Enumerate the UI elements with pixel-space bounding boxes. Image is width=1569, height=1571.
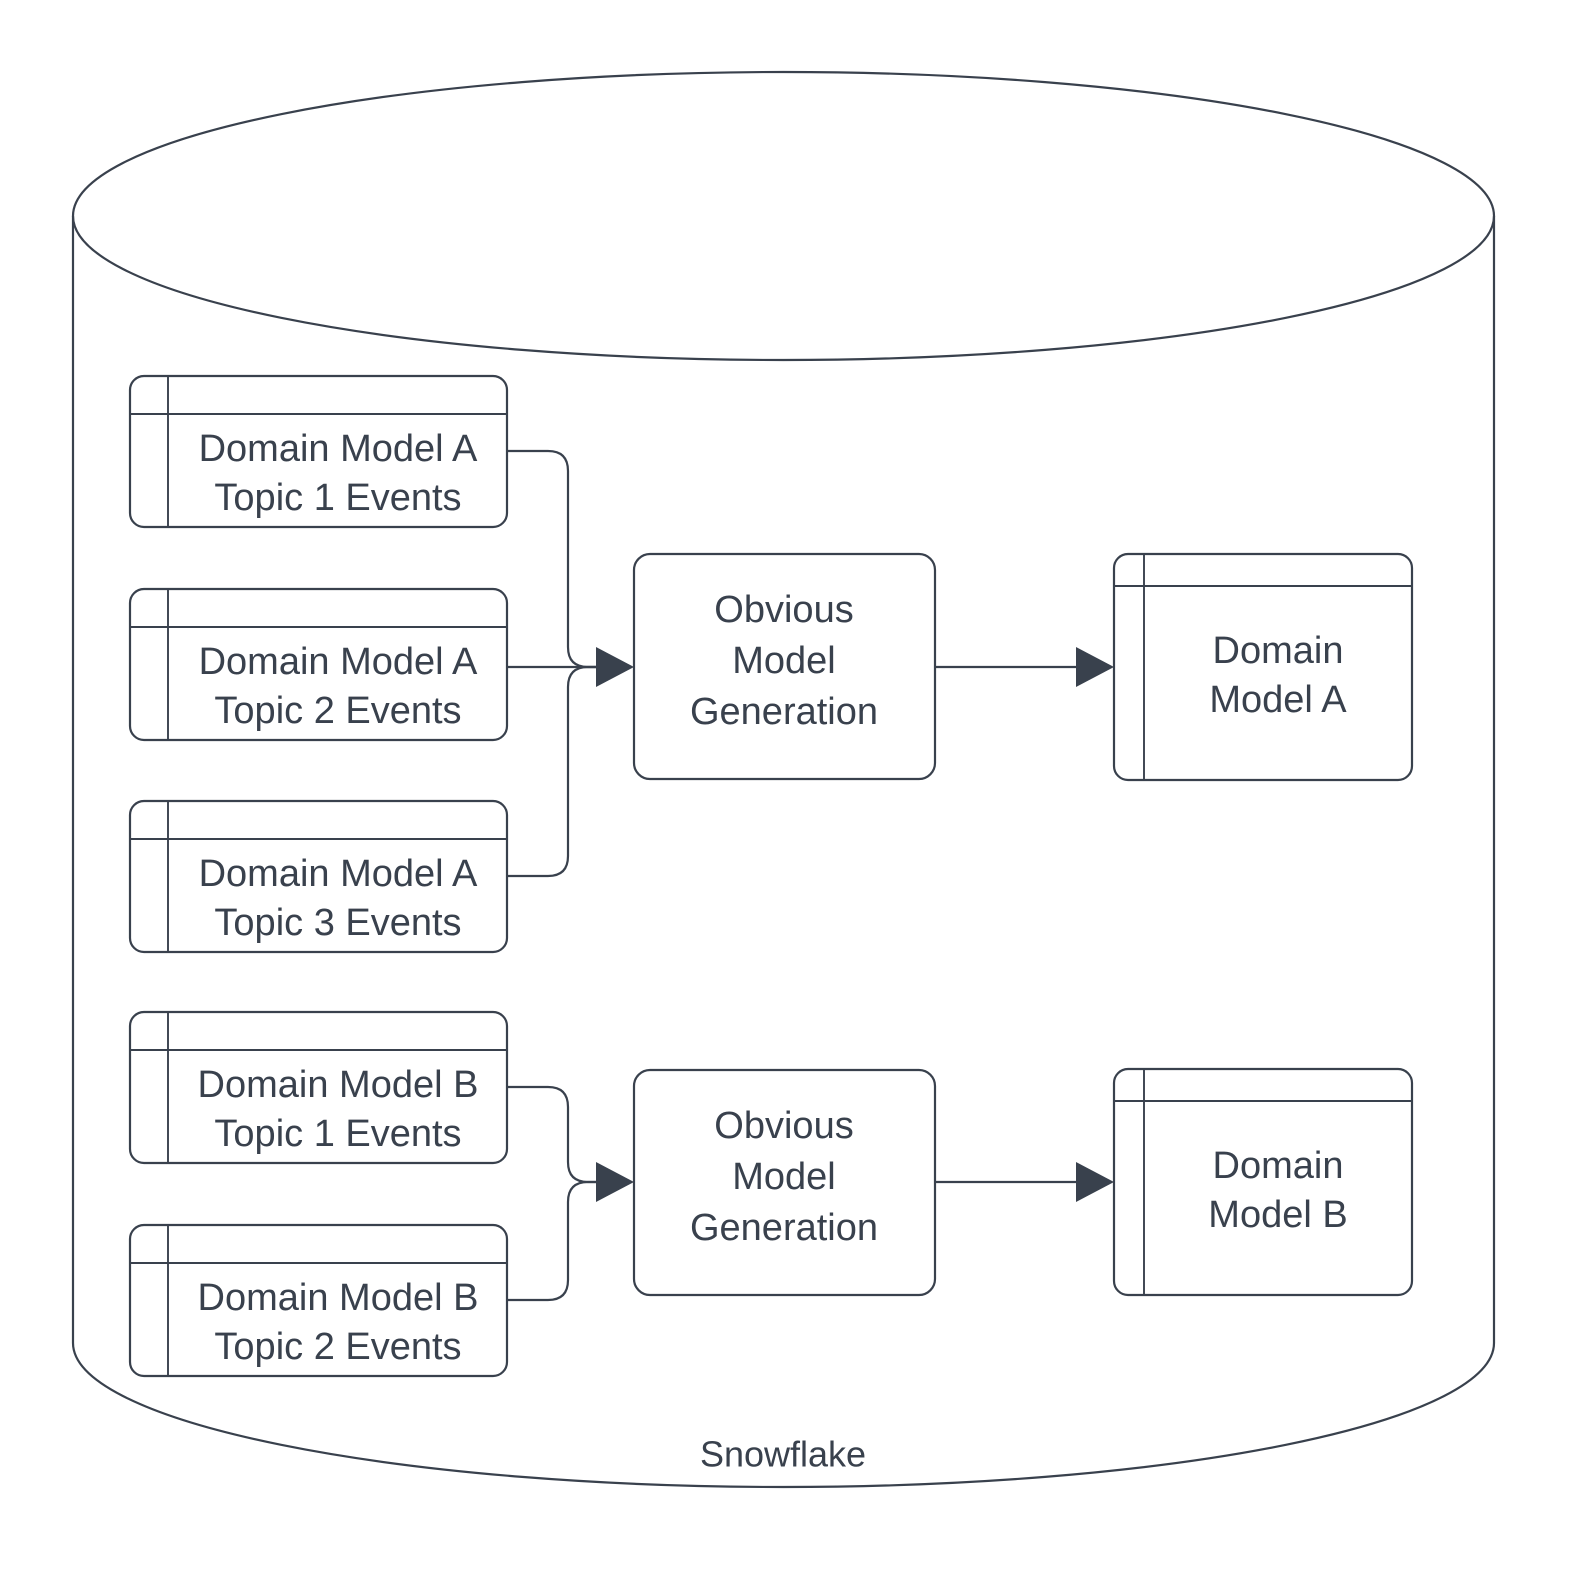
process-label-line1: Obvious [714,589,853,631]
output-label-line2: Model A [1209,679,1347,721]
source-table-a-topic-3[interactable]: Domain Model A Topic 3 Events [128,799,509,954]
connector-group-b [507,1085,634,1302]
process-outline [632,1068,937,1297]
source-label-line2: Topic 3 Events [214,902,461,944]
container-label-snowflake: Snowflake [700,1434,866,1475]
flow-b-topic-2 [507,1180,596,1302]
output-label-line1: Domain [1213,630,1344,672]
process-label-line3: Generation [690,1207,878,1249]
source-label-line1: Domain Model A [199,641,478,683]
process-label-line2: Model [732,1156,836,1198]
cylinder-top-ellipse [71,70,1496,362]
source-label-line2: Topic 1 Events [214,1113,461,1155]
output-label-line1: Domain [1213,1145,1344,1187]
source-label-line2: Topic 2 Events [214,690,461,732]
source-label-line1: Domain Model B [198,1277,479,1319]
source-table-a-topic-2[interactable]: Domain Model A Topic 2 Events [128,587,509,742]
process-label-line3: Generation [690,691,878,733]
connector-group-a [507,449,634,878]
process-obvious-model-generation-b[interactable]: Obvious Model Generation [632,1068,937,1297]
arrowhead-b-merge [596,1162,634,1202]
output-label-line2: Model B [1208,1194,1347,1236]
flow-a-topic-1 [507,449,596,669]
source-table-a-topic-1[interactable]: Domain Model A Topic 1 Events [128,374,509,529]
source-label-line1: Domain Model A [199,428,478,470]
source-label-line2: Topic 2 Events [214,1326,461,1368]
table-outline [1112,552,1414,782]
source-label-line1: Domain Model B [198,1064,479,1106]
table-outline [1112,1067,1414,1297]
output-table-domain-model-a[interactable]: Domain Model A [1112,552,1414,782]
source-label-line1: Domain Model A [199,853,478,895]
connector-omg-b-to-model-b [935,1162,1114,1202]
flow-b-topic-1 [507,1085,596,1184]
process-obvious-model-generation-a[interactable]: Obvious Model Generation [632,552,937,781]
flow-a-topic-3 [507,665,596,878]
cylinder-body [71,216,1496,1489]
snowflake-cylinder [71,70,1496,1489]
process-outline [632,552,937,781]
source-table-b-topic-1[interactable]: Domain Model B Topic 1 Events [128,1010,509,1165]
arrowhead-a-merge [596,647,634,687]
process-label-line2: Model [732,640,836,682]
arrowhead-model-a [1076,647,1114,687]
source-table-b-topic-2[interactable]: Domain Model B Topic 2 Events [128,1223,509,1378]
source-label-line2: Topic 1 Events [214,477,461,519]
process-label-line1: Obvious [714,1105,853,1147]
arrowhead-model-b [1076,1162,1114,1202]
output-table-domain-model-b[interactable]: Domain Model B [1112,1067,1414,1297]
connector-omg-a-to-model-a [935,647,1114,687]
